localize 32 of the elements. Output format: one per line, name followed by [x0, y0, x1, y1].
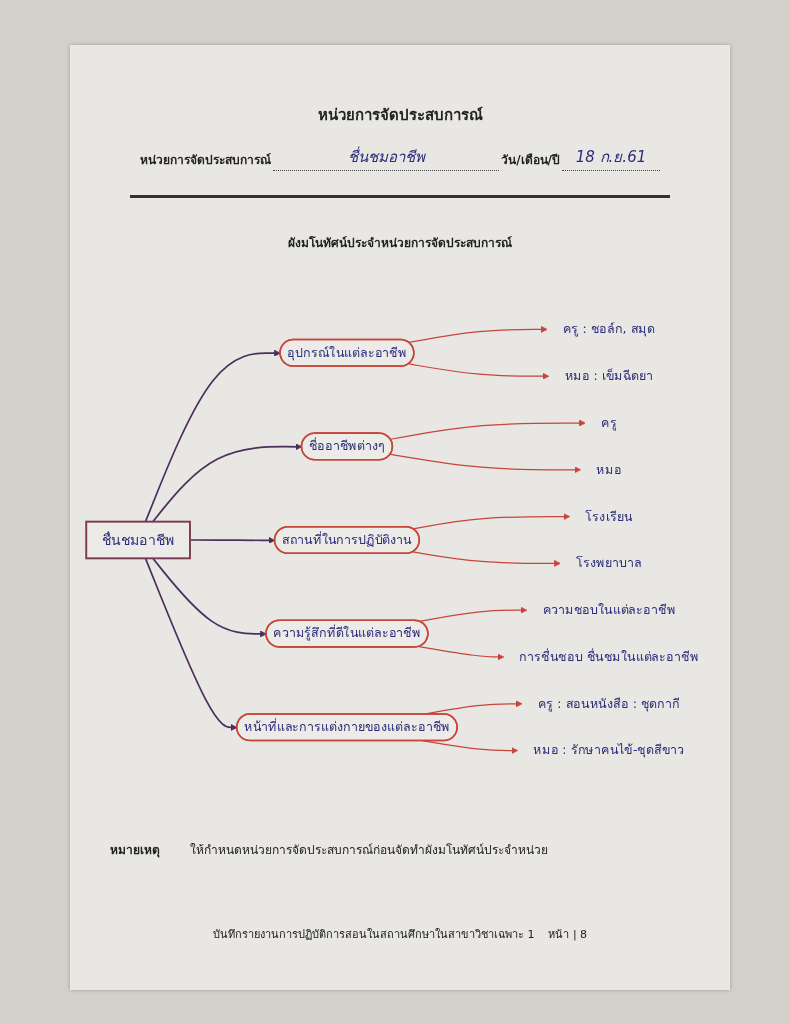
- arrow: [144, 349, 281, 523]
- node-text: หมอ: [596, 462, 622, 477]
- page-number: หน้า | 8: [548, 927, 588, 943]
- arrow: [408, 326, 548, 344]
- arrow: [412, 551, 561, 567]
- node-box: [85, 520, 191, 560]
- node-text: โรงเรียน: [585, 508, 633, 524]
- arrow: [144, 557, 238, 731]
- fill-in-line: ชื่นชมอาชีพ: [273, 145, 500, 171]
- note-text: ให้กำหนดหน่วยการจัดประสบการณ์ก่อนจัดทำผังมโนทัศน์ประจำหน่วย: [190, 842, 548, 859]
- field-label: วัน/เดือน/ปี: [501, 152, 560, 169]
- node-text: ครู : สอนหนังสือ : ชุดกากี: [537, 695, 680, 711]
- subtitle: ผังมโนทัศน์ประจำหน่วยการจัดประสบการณ์: [288, 235, 512, 252]
- node-text: หมอ : เข็มฉีดยา: [564, 368, 654, 384]
- node-text: ครู : ชอล์ก, สมุด: [562, 321, 655, 337]
- node-text: ความชอบในแต่ละอาชีพ: [542, 602, 676, 618]
- node-text: หมอ : รักษาคนไข้-ชุดสีขาว: [533, 742, 685, 758]
- node-text: โรงพยาบาล: [576, 555, 642, 571]
- arrow: [418, 645, 505, 661]
- arrow: [408, 363, 550, 380]
- field-label: หน่วยการจัดประสบการณ์: [140, 152, 271, 169]
- arrow: [412, 513, 571, 530]
- note-label: หมายเหตุ: [110, 842, 160, 859]
- arrow: [389, 453, 582, 474]
- fill-in-line: 18 ก.ย.61: [562, 145, 660, 171]
- node-text: ครู: [601, 415, 617, 431]
- paper-page: หน่วยการจัดประสบการณ์ หน่วยการจัดประสบการณ์ ชื่นชมอาชีพ วัน/เดือน/ปี 18 ก.ย.61 ผังมโนทัศน์ประจำหน่วยการจัดประสบการณ์ ชื่นชมอาชีพ อุปกรณ์ในแต่ละอาชีพ ครู : ชอล์ก, สมุด หมอ : เข็มฉีดยา ชื่ออาชีพต่างๆ ครู หมอ สถานที่ในการปฏิบัติงาน โรงเรียน โรงพยาบาล ความรู้สึกที่ดีในแต่ละอาชีพ ความชอบในแต่ละอาชีพ การชื่นชอบ ชื่นชมในแต่ละอาชีพ หน้าที่และการแต่งกายของแต่ละอาชีพ ครู : สอนหนังสือ : ชุดกากี หมอ : รักษาคนไข้-ชุดสีขาว หมายเหตุ ให้กำหนดหน่วยการจัดประสบการณ์ก่อนจัดทำผังมโนทัศน์ประจำหน่วย บันทึกรายงานการปฏิบัติการสอนในสถานศึกษาในสาขาวิชาเฉพาะ 1 หน้า | 8: [70, 45, 730, 990]
- arrow: [152, 557, 267, 638]
- arrow: [389, 419, 586, 440]
- footer-text: บันทึกรายงานการปฏิบัติการสอนในสถานศึกษาในสาขาวิชาเฉพาะ 1: [212, 927, 535, 943]
- node-text: การชื่นชอบ ชื่นชมในแต่ละอาชีพ: [519, 649, 699, 665]
- page-title: หน่วยการจัดประสบการณ์: [317, 105, 483, 126]
